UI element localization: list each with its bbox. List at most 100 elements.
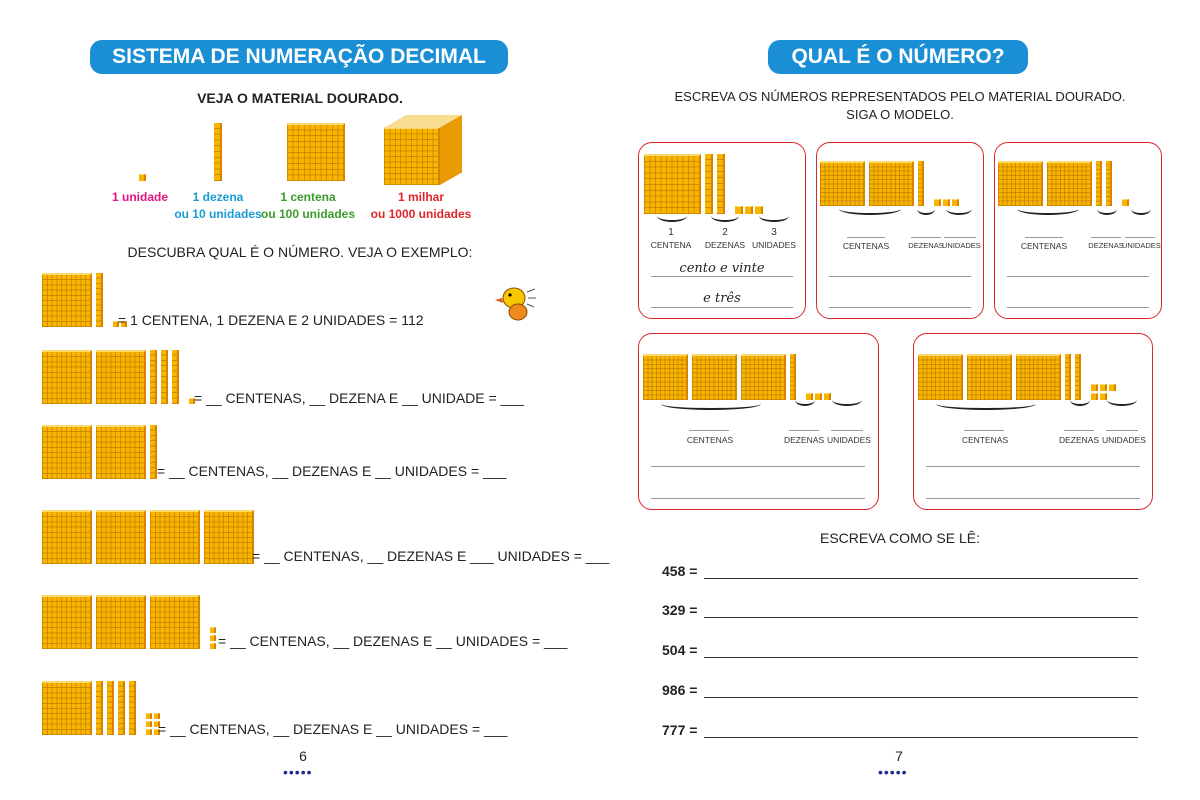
read-answer-line[interactable] <box>704 697 1138 698</box>
ten-rod-block <box>918 161 924 206</box>
flat-image <box>287 123 345 181</box>
exercise-5-blocks <box>42 681 162 735</box>
exercise-3-blocks <box>42 510 254 564</box>
page-dots-left: ••••• <box>283 764 313 780</box>
unit-cube-block <box>806 393 813 400</box>
brace-icon <box>661 404 761 410</box>
rod-image <box>214 123 222 181</box>
answer-line[interactable] <box>651 498 865 499</box>
hundred-flat-block <box>96 350 146 404</box>
unit-cube-block <box>154 713 160 719</box>
hundred-flat-block <box>150 510 200 564</box>
read-answer-line[interactable] <box>704 657 1138 658</box>
box-blocks <box>918 352 1121 400</box>
unit-cube-block <box>1091 384 1098 391</box>
answer-line[interactable] <box>829 276 971 277</box>
unit-cubes <box>1091 384 1121 400</box>
label-unidades: UNIDADES <box>1102 435 1146 445</box>
read-item-label: 986 = <box>662 682 698 698</box>
left-page-title: SISTEMA DE NUMERAÇÃO DECIMAL <box>90 40 508 74</box>
material-subtitle: VEJA O MATERIAL DOURADO. <box>197 90 403 106</box>
hundred-flat-block <box>42 595 92 649</box>
ten-rod-block <box>129 681 136 735</box>
unit-cube-block <box>815 393 822 400</box>
ten-rod-block <box>96 681 103 735</box>
unit-cube-block <box>952 199 959 206</box>
unit-cube-block <box>1122 199 1129 206</box>
unit-cubes <box>806 393 846 400</box>
answer-line[interactable] <box>829 307 971 308</box>
brace-icon <box>936 404 1036 410</box>
hundred-flat-block <box>96 510 146 564</box>
page-number-right: 7 <box>895 748 903 764</box>
ten-rod-block <box>150 350 157 404</box>
brace-icon <box>946 209 972 215</box>
label-unidades: UNIDADES <box>1122 241 1161 250</box>
label-unidade: 1 unidade <box>111 190 168 204</box>
read-answer-line[interactable] <box>704 617 1138 618</box>
hundred-flat-block <box>820 161 865 206</box>
label-unidades: UNIDADES <box>752 240 796 250</box>
page-number-left: 6 <box>299 748 307 764</box>
box-blocks <box>643 352 846 400</box>
read-item-label: 329 = <box>662 602 698 618</box>
thousand-cube-image <box>384 115 462 187</box>
read-item-label: 504 = <box>662 642 698 658</box>
answer-line[interactable] <box>926 498 1140 499</box>
read-answer-line[interactable] <box>704 737 1138 738</box>
hundred-flat-block <box>150 595 200 649</box>
read-title: ESCREVA COMO SE LÊ: <box>819 530 980 546</box>
unit-cube-block <box>745 206 753 214</box>
brace-icon <box>832 400 862 406</box>
page-dots-right: ••••• <box>878 764 908 780</box>
unit-cubes <box>735 206 775 214</box>
unit-cube-block <box>1109 384 1116 391</box>
hundred-flat-block <box>869 161 914 206</box>
exercise-box-2: CENTENAS DEZENAS UNIDADES <box>994 142 1162 319</box>
exercise-box-4: CENTENAS DEZENAS UNIDADES <box>913 333 1153 510</box>
digit-unidades: 3 <box>771 227 777 238</box>
label-centenas: CENTENAS <box>1020 241 1068 251</box>
hundred-flat-block <box>1047 161 1092 206</box>
digit-centena: 1 <box>668 227 674 238</box>
hundred-flat-block <box>42 273 92 327</box>
written-answer-line-2: e três <box>703 291 741 306</box>
unit-cube-block <box>735 206 743 214</box>
label-centenas: CENTENAS <box>961 435 1009 445</box>
brace-icon <box>1097 209 1117 215</box>
hundred-flat-block <box>998 161 1043 206</box>
exercise-instruction: DESCUBRA QUAL É O NÚMERO. VEJA O EXEMPLO… <box>127 244 473 260</box>
unit-cube-block <box>210 643 216 649</box>
unit-cubes <box>113 321 153 327</box>
model-box: 1 2 3 CENTENA DEZENAS UNIDADES cento e v… <box>638 142 806 319</box>
exercise-box-3: CENTENAS DEZENAS UNIDADES <box>638 333 879 510</box>
answer-line[interactable] <box>1007 307 1149 308</box>
unit-cubes <box>1122 199 1162 206</box>
unit-cubes <box>189 398 229 404</box>
answer-line[interactable] <box>926 466 1140 467</box>
answer-line[interactable] <box>1007 276 1149 277</box>
hundred-flat-block <box>918 354 963 400</box>
example-blocks <box>42 273 153 327</box>
ten-rod-block <box>1075 354 1081 400</box>
hundred-flat-block <box>741 354 786 400</box>
hundred-flat-block <box>42 350 92 404</box>
ten-rod-block <box>96 273 103 327</box>
example-equation: = 1 CENTENA, 1 DEZENA E 2 UNIDADES = 112 <box>118 312 424 328</box>
unit-cube-block <box>154 721 160 727</box>
brace-icon <box>1017 209 1079 215</box>
bird-mascot-icon <box>495 287 536 321</box>
hundred-flat-block <box>96 425 146 479</box>
answer-line[interactable] <box>651 466 865 467</box>
unit-cubes <box>934 199 974 206</box>
brace-icon <box>759 216 789 222</box>
unit-cube-block <box>934 199 941 206</box>
hundred-flat-block <box>644 154 701 214</box>
read-answer-line[interactable] <box>704 578 1138 579</box>
hundred-flat-block <box>1016 354 1061 400</box>
brace-icon <box>1107 400 1137 406</box>
unit-cube-block <box>146 729 152 735</box>
unit-cube-block <box>824 393 831 400</box>
